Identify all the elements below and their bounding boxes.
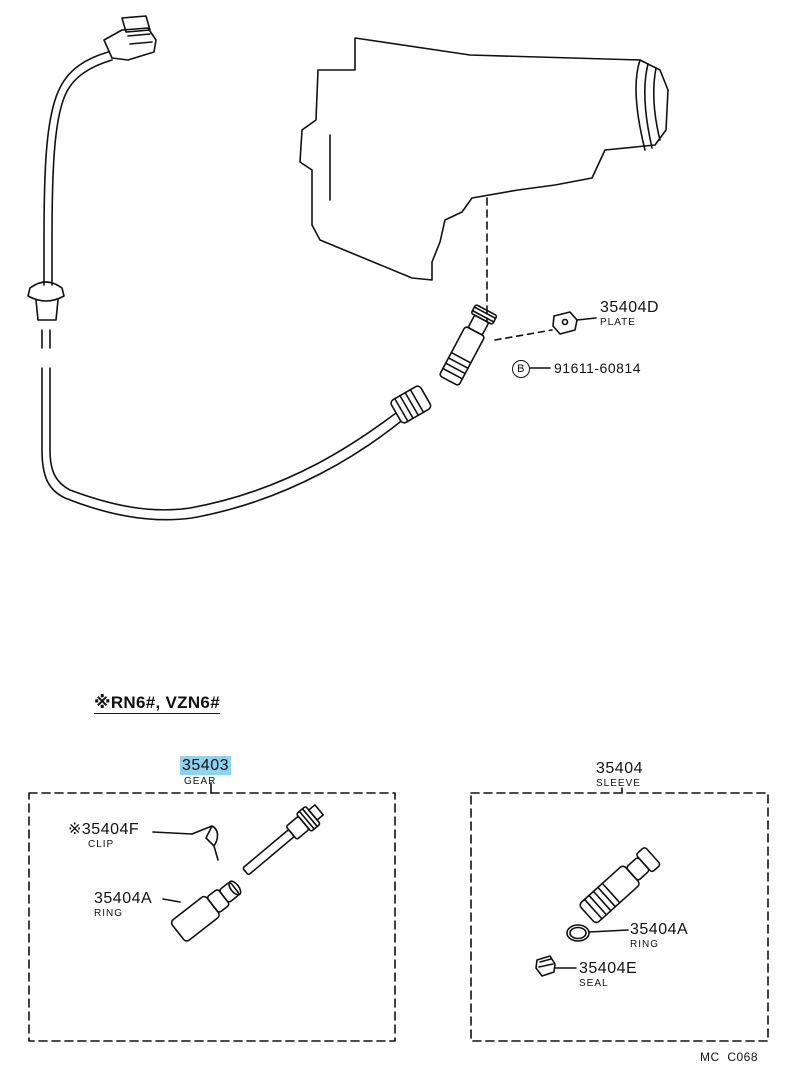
sleeve-kit-box <box>470 792 769 1042</box>
figure-reference: MC C068 <box>700 1050 759 1064</box>
gear-box-ring-label: 35404A RING <box>94 891 152 919</box>
sleeve-ring-part <box>566 924 629 942</box>
gear-kit-box <box>28 792 396 1042</box>
gear-label: 35403 GEAR <box>180 756 231 787</box>
guide-line-plate <box>494 329 553 341</box>
speedometer-cable <box>27 15 432 521</box>
gear-box-ring-part <box>162 880 242 942</box>
clip-part-name: CLIP <box>88 839 115 850</box>
gear-part-number: 35403 <box>180 756 231 775</box>
clip-part <box>152 825 219 861</box>
sleeve-part <box>579 847 661 924</box>
sleeve-label: 35404 SLEEVE <box>596 761 643 789</box>
seal-part <box>535 955 577 977</box>
sleeve-ring-name: RING <box>630 939 659 950</box>
bolt-label: B 91611-60814 <box>512 360 641 378</box>
bolt-part-number: 91611-60814 <box>554 359 641 376</box>
clip-part-number: ※35404F <box>68 821 140 838</box>
applicability-note: ※RN6#, VZN6# <box>94 693 220 712</box>
seal-label: 35404E SEAL <box>579 961 637 989</box>
gear-box-ring-name: RING <box>94 908 123 919</box>
plate-part-number: 35404D <box>600 299 660 316</box>
seal-part-name: SEAL <box>579 978 609 989</box>
plate-part-name: PLATE <box>600 317 636 328</box>
transmission-housing <box>299 37 669 281</box>
bolt-marker: B <box>512 360 530 378</box>
driven-gear-assembly <box>439 304 498 386</box>
clip-label: ※35404F CLIP <box>68 822 139 850</box>
sleeve-ring-number: 35404A <box>630 921 689 938</box>
gear-box-ring-number: 35404A <box>94 890 153 907</box>
sleeve-part-number: 35404 <box>596 760 643 777</box>
seal-part-number: 35404E <box>579 960 638 977</box>
plate-part <box>552 311 597 335</box>
gear-part-name: GEAR <box>184 776 217 787</box>
sleeve-ring-label: 35404A RING <box>630 922 688 950</box>
gear-part <box>242 804 325 876</box>
sleeve-part-name: SLEEVE <box>596 778 641 789</box>
plate-label: 35404D PLATE <box>600 300 659 328</box>
